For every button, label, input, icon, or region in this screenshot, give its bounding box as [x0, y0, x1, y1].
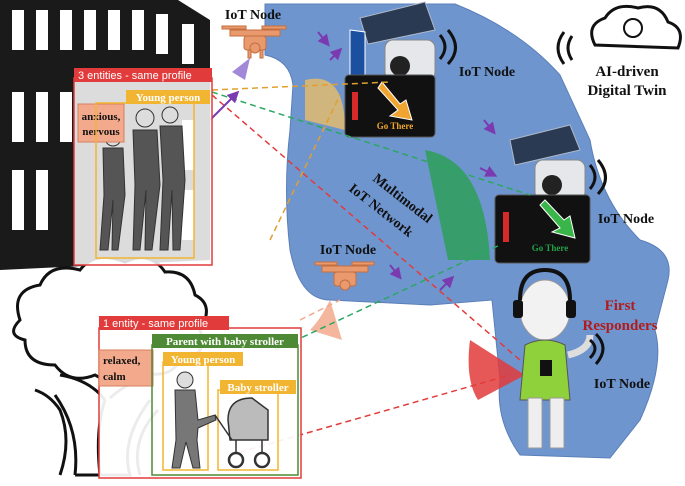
signal-arrows [209, 31, 498, 291]
iot-node-tablet-1 [305, 1, 436, 138]
iot-node-top-label: IoT Node [225, 8, 281, 23]
drone-mid-beam [310, 300, 342, 340]
iot-node-responder-label: IoT Node [594, 377, 650, 392]
first-responders-label-line1: First [605, 298, 636, 314]
group2-title-bg [99, 316, 229, 330]
drone-top-icon [221, 25, 287, 59]
group2-parent-icon [171, 371, 217, 469]
drone-mid-icon [314, 261, 375, 291]
baby-stroller-icon [214, 397, 271, 469]
group2-parent-label: Parent with baby stroller [166, 336, 284, 348]
group1-young-label-bg [126, 90, 210, 104]
group2-emotion-line2: calm [103, 371, 126, 383]
go-there-2-label: Go There [532, 243, 568, 253]
group2-emotion-line1: relaxed, [103, 355, 141, 367]
iot-node-drone-mid-label: IoT Node [320, 243, 376, 258]
group1-emotion-line1: anxious, [82, 111, 121, 123]
digital-twin-label-line1: AI-driven [595, 64, 659, 80]
dashed-links [211, 81, 531, 456]
group1-emotion-box [77, 103, 125, 143]
group2-young-label: Young person [171, 354, 236, 366]
group1-title-bg [74, 68, 212, 82]
wifi-tablet-1-icon [438, 29, 457, 66]
responder-beam [468, 340, 525, 400]
wifi-tablet-2-icon [588, 159, 607, 196]
iot-node-tablet-2 [425, 124, 591, 264]
go-there-1-label: Go There [377, 121, 413, 131]
group1-emotion-line2: nervous [82, 126, 120, 138]
iot-node-tablet-top-label: IoT Node [459, 65, 515, 80]
group1-title: 3 entities - same profile [78, 70, 192, 82]
group2-title: 1 entity - same profile [103, 318, 208, 330]
group1-young-label: Young person [136, 92, 201, 104]
group2-stroller-label: Baby stroller [227, 382, 288, 394]
digital-twin-cloud-icon [556, 4, 682, 65]
group2-emotion-box [98, 349, 154, 387]
drone-top-beam [232, 58, 250, 80]
group2-parent-label-bg [152, 334, 298, 348]
group2-stroller-label-bg [220, 380, 296, 394]
iot-node-tablet-mid-label: IoT Node [598, 212, 654, 227]
group2-young-label-bg [163, 352, 243, 366]
digital-twin-label-line2: Digital Twin [587, 83, 667, 99]
first-responder-icon [513, 267, 605, 449]
first-responders-label-line2: Responders [582, 318, 657, 334]
